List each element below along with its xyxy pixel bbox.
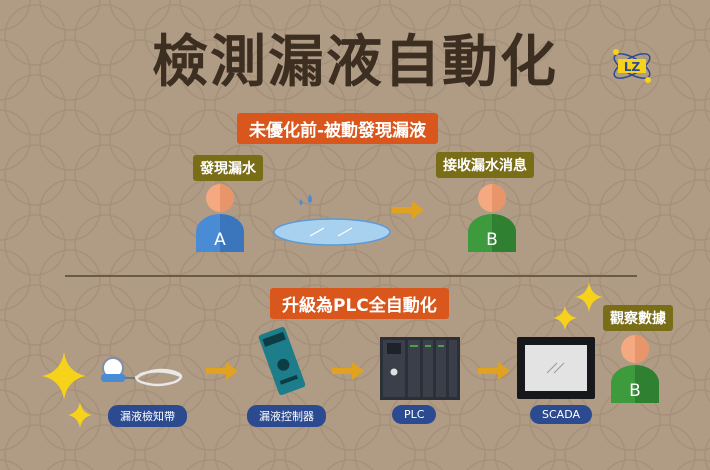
- observer-person: B: [611, 335, 659, 403]
- observer-letter: B: [629, 381, 641, 401]
- leak-controller-icon: [258, 326, 306, 396]
- arrow-right-icon: [478, 362, 510, 380]
- scada-monitor-icon: [517, 337, 595, 399]
- leak-sensor-tape-icon: [101, 357, 183, 387]
- step-label-plc: PLC: [392, 405, 437, 424]
- arrow-right-icon: [206, 362, 238, 380]
- person-a: A: [196, 184, 244, 252]
- person-b-tag: 接收漏水消息: [436, 152, 534, 178]
- person-b-letter: B: [486, 230, 498, 250]
- section-after-banner: 升級為PLC全自動化: [270, 288, 449, 319]
- observer-tag: 觀察數據: [603, 305, 673, 331]
- lz-logo: LZ: [613, 49, 651, 83]
- step-label-sensor-tape: 漏液檢知帶: [108, 405, 187, 427]
- step-label-scada: SCADA: [530, 405, 592, 424]
- water-puddle-icon: [273, 194, 391, 246]
- section-before-banner: 未優化前-被動發現漏液: [237, 113, 439, 144]
- arrow-right-icon: [392, 201, 424, 219]
- sparkle-icon: [42, 352, 92, 428]
- sparkle-icon: [553, 282, 603, 330]
- person-a-letter: A: [214, 230, 226, 250]
- page-title: 檢測漏液自動化: [152, 30, 558, 95]
- person-a-tag: 發現漏水: [193, 155, 263, 181]
- arrow-right-icon: [332, 362, 364, 380]
- section-divider: [65, 275, 637, 277]
- step-label-controller: 漏液控制器: [247, 405, 326, 427]
- logo-text: LZ: [624, 60, 641, 74]
- plc-icon: [380, 337, 460, 400]
- person-b: B: [468, 184, 516, 252]
